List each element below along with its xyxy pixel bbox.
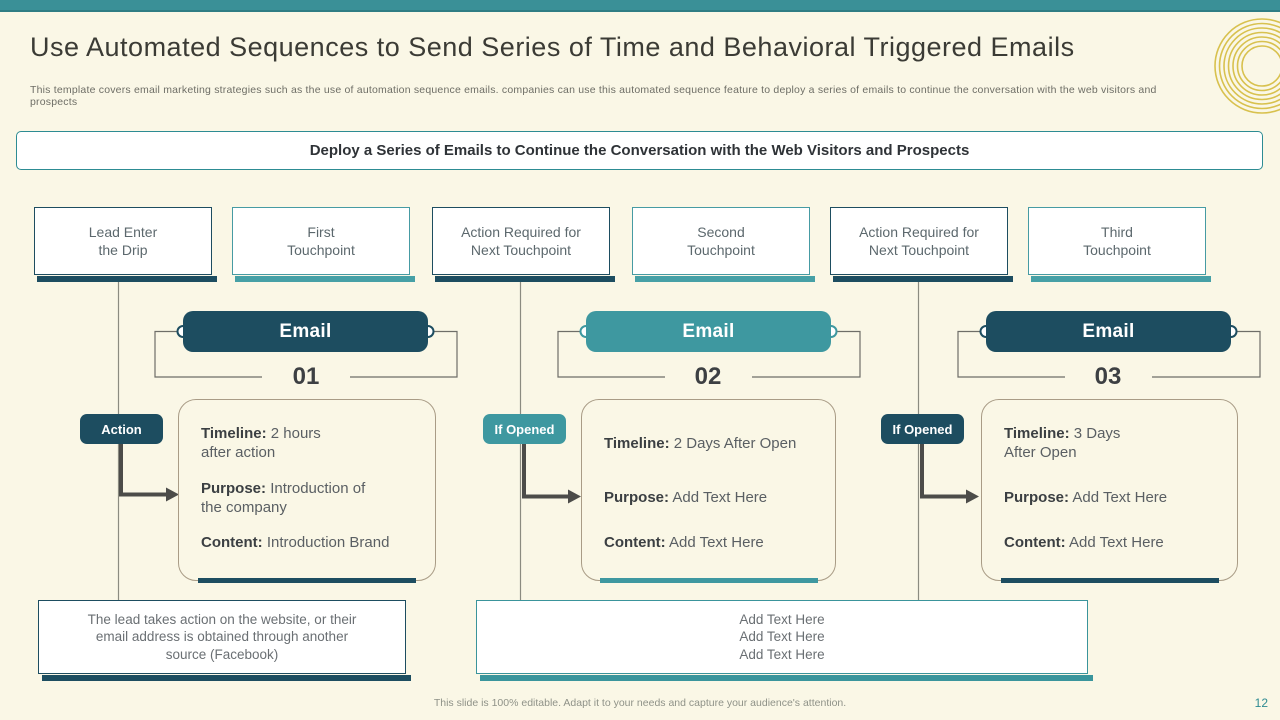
email-number-2: 02 — [694, 363, 722, 390]
stage-box-second-touchpoint: Second Touchpoint — [632, 207, 815, 282]
badge-label: If Opened — [892, 421, 953, 437]
stage-box-lead-enter-drip: Lead Enter the Drip — [34, 207, 217, 282]
top-accent-bar — [0, 0, 1280, 12]
stage-box-third-touchpoint: Third Touchpoint — [1028, 207, 1211, 282]
card-accent-line — [1000, 578, 1219, 583]
if-opened-badge-2: If Opened — [881, 414, 964, 444]
email-pill-3: Email — [986, 311, 1231, 352]
action-badge: Action — [80, 414, 163, 444]
note-box-add-text: Add Text Here Add Text Here Add Text Her… — [476, 600, 1093, 681]
email-detail-card-1: Timeline: 2 hours after action Purpose: … — [178, 399, 436, 583]
note-text: Add Text Here Add Text Here Add Text Her… — [739, 611, 825, 662]
field-purpose: Purpose: Introduction of the company — [201, 480, 366, 516]
email-number-3: 03 — [1094, 363, 1122, 390]
field-purpose: Purpose: Add Text Here — [604, 489, 768, 506]
email-pill-label: Email — [279, 320, 332, 342]
page-subtitle: This template covers email marketing str… — [30, 84, 1157, 108]
note-box-lead-action: The lead takes action on the website, or… — [38, 600, 411, 681]
stage-box-action-required-2: Action Required for Next Touchpoint — [830, 207, 1013, 282]
card-accent-line — [198, 578, 416, 583]
field-content: Content: Add Text Here — [1004, 534, 1164, 551]
note-text: The lead takes action on the website, or… — [87, 611, 357, 662]
email-detail-card-3: Timeline: 3 Days After Open Purpose: Add… — [981, 399, 1238, 583]
field-timeline: Timeline: 2 hours after action — [201, 425, 321, 461]
field-timeline: Timeline: 3 Days After Open — [1004, 425, 1121, 461]
if-opened-badge-1: If Opened — [483, 414, 566, 444]
page-number: 12 — [1254, 696, 1268, 710]
stage-label: Third Touchpoint — [1083, 224, 1151, 258]
page-title: Use Automated Sequences to Send Series o… — [30, 32, 1075, 62]
footer-note: This slide is 100% editable. Adapt it to… — [433, 697, 847, 709]
email-number-1: 01 — [292, 363, 320, 390]
stage-label: First Touchpoint — [287, 224, 355, 258]
badge-label: Action — [101, 421, 142, 437]
email-pill-1: Email — [183, 311, 428, 352]
stage-box-action-required-1: Action Required for Next Touchpoint — [432, 207, 615, 282]
stage-label: Lead Enter the Drip — [88, 224, 158, 258]
concentric-circles-icon — [1214, 18, 1280, 114]
field-timeline: Timeline: 2 Days After Open — [604, 435, 797, 452]
email-pill-label: Email — [1082, 320, 1135, 342]
stage-label: Action Required for Next Touchpoint — [461, 224, 581, 258]
field-content: Content: Add Text Here — [604, 534, 764, 551]
banner-text: Deploy a Series of Emails to Continue th… — [309, 142, 970, 159]
field-purpose: Purpose: Add Text Here — [1004, 489, 1168, 506]
stage-box-first-touchpoint: First Touchpoint — [232, 207, 415, 282]
email-pill-2: Email — [586, 311, 831, 352]
banner: Deploy a Series of Emails to Continue th… — [16, 131, 1263, 170]
card-accent-line — [599, 578, 818, 583]
email-detail-card-2: Timeline: 2 Days After Open Purpose: Add… — [581, 399, 836, 583]
stage-label: Action Required for Next Touchpoint — [859, 224, 979, 258]
email-pill-label: Email — [682, 320, 735, 342]
field-content: Content: Introduction Brand — [201, 534, 390, 551]
badge-label: If Opened — [494, 421, 555, 437]
stage-label: Second Touchpoint — [687, 224, 755, 258]
